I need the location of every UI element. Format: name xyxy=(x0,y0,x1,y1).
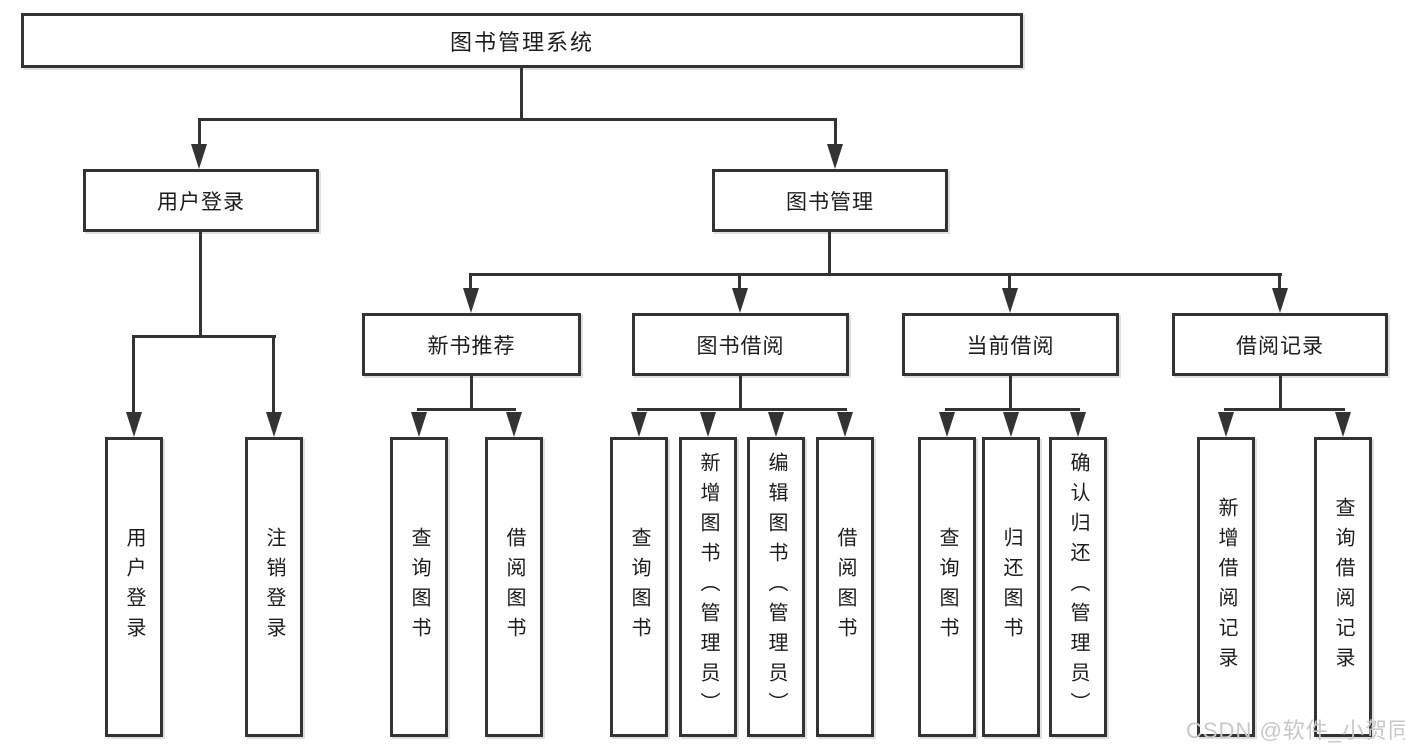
leaf-add-borrow-record: 新增借阅记录 xyxy=(1197,437,1255,737)
connector-drop-current-borrow xyxy=(1008,276,1011,292)
node-label: 新书推荐 xyxy=(427,334,516,358)
leaf-user-login: 用户登录 xyxy=(105,437,163,737)
arrowhead-down-icon xyxy=(463,288,479,313)
leaf-label: 新增借阅记录 xyxy=(1215,497,1237,677)
leaf-label: 编辑图书（管理员） xyxy=(765,452,787,722)
connector-book-management-stem xyxy=(828,232,831,276)
leaf-borrow-books: 借阅图书 xyxy=(816,437,874,737)
node-current-borrow: 当前借阅 xyxy=(902,313,1119,376)
node-label: 图书管理系统 xyxy=(449,29,594,55)
leaf-return-books: 归还图书 xyxy=(982,437,1040,737)
leaf-label: 查询借阅记录 xyxy=(1332,497,1354,677)
csdn-watermark: CSDN @软件_小贺同学 xyxy=(1186,718,1405,743)
arrowhead-down-icon xyxy=(126,412,142,437)
leaf-label: 借阅图书 xyxy=(503,527,525,647)
leaf-logout: 注销登录 xyxy=(245,437,303,737)
connector-level2-bar xyxy=(198,118,837,121)
node-book-borrow: 图书借阅 xyxy=(632,313,849,376)
arrowhead-down-icon xyxy=(1002,288,1018,313)
node-user-login: 用户登录 xyxy=(83,169,319,232)
leaf-label: 查询图书 xyxy=(628,527,650,647)
connector-book-borrow-stem xyxy=(739,376,742,410)
leaf-edit-books-admin: 编辑图书（管理员） xyxy=(747,437,805,737)
leaf-label: 注销登录 xyxy=(263,527,285,647)
leaf-query-books-recommend: 查询图书 xyxy=(390,437,448,737)
leaf-query-borrow-record: 查询借阅记录 xyxy=(1314,437,1372,737)
arrowhead-down-icon xyxy=(768,412,784,437)
leaf-query-books-current: 查询图书 xyxy=(918,437,976,737)
leaf-confirm-return-admin: 确认归还（管理员） xyxy=(1049,437,1107,737)
arrowhead-down-icon xyxy=(1218,412,1234,437)
connector-root-stem xyxy=(520,68,523,120)
arrowhead-down-icon xyxy=(700,412,716,437)
connector-drop-leaf xyxy=(272,338,275,416)
leaf-label: 用户登录 xyxy=(123,527,145,647)
connector-drop-borrow-record xyxy=(1278,276,1281,292)
arrowhead-down-icon xyxy=(827,144,843,169)
leaf-label: 查询图书 xyxy=(936,527,958,647)
arrowhead-down-icon xyxy=(1003,412,1019,437)
connector-borrow-record-stem xyxy=(1279,376,1282,410)
node-book-management: 图书管理 xyxy=(712,169,948,232)
connector-level3-bar xyxy=(469,273,1282,276)
leaf-query-books: 查询图书 xyxy=(610,437,668,737)
leaf-label: 确认归还（管理员） xyxy=(1067,452,1089,722)
connector-book-borrow-bar xyxy=(637,408,847,411)
connector-user-login-stem xyxy=(199,232,202,338)
arrowhead-down-icon xyxy=(411,412,427,437)
arrowhead-down-icon xyxy=(266,412,282,437)
connector-drop-book-borrow xyxy=(738,276,741,292)
leaf-borrow-books-recommend: 借阅图书 xyxy=(485,437,543,737)
arrowhead-down-icon xyxy=(1070,412,1086,437)
node-label: 图书管理 xyxy=(786,190,874,214)
node-label: 用户登录 xyxy=(157,190,245,214)
connector-new-book-bar xyxy=(417,408,516,411)
node-label: 借阅记录 xyxy=(1236,334,1324,358)
connector-drop-book-management xyxy=(834,121,837,150)
connector-drop-leaf xyxy=(132,338,135,416)
arrowhead-down-icon xyxy=(837,412,853,437)
connector-borrow-record-bar xyxy=(1224,408,1345,411)
node-new-book-recommend: 新书推荐 xyxy=(362,313,581,376)
node-borrow-record: 借阅记录 xyxy=(1172,313,1388,376)
connector-current-borrow-bar xyxy=(945,408,1080,411)
arrowhead-down-icon xyxy=(506,412,522,437)
connector-drop-new-book xyxy=(469,276,472,292)
leaf-label: 归还图书 xyxy=(1000,527,1022,647)
arrowhead-down-icon xyxy=(1272,288,1288,313)
connector-new-book-stem xyxy=(470,376,473,410)
arrowhead-down-icon xyxy=(191,144,207,169)
arrowhead-down-icon xyxy=(1335,412,1351,437)
node-label: 当前借阅 xyxy=(966,334,1055,358)
arrowhead-down-icon xyxy=(631,412,647,437)
leaf-label: 查询图书 xyxy=(408,527,430,647)
leaf-label: 借阅图书 xyxy=(834,527,856,647)
connector-user-login-bar xyxy=(132,335,276,338)
connector-drop-user-login xyxy=(198,121,201,150)
node-library-management-system: 图书管理系统 xyxy=(21,13,1023,68)
connector-current-borrow-stem xyxy=(1009,376,1012,410)
leaf-add-books-admin: 新增图书（管理员） xyxy=(679,437,737,737)
node-label: 图书借阅 xyxy=(696,334,785,358)
arrowhead-down-icon xyxy=(732,288,748,313)
leaf-label: 新增图书（管理员） xyxy=(697,452,719,722)
arrowhead-down-icon xyxy=(939,412,955,437)
